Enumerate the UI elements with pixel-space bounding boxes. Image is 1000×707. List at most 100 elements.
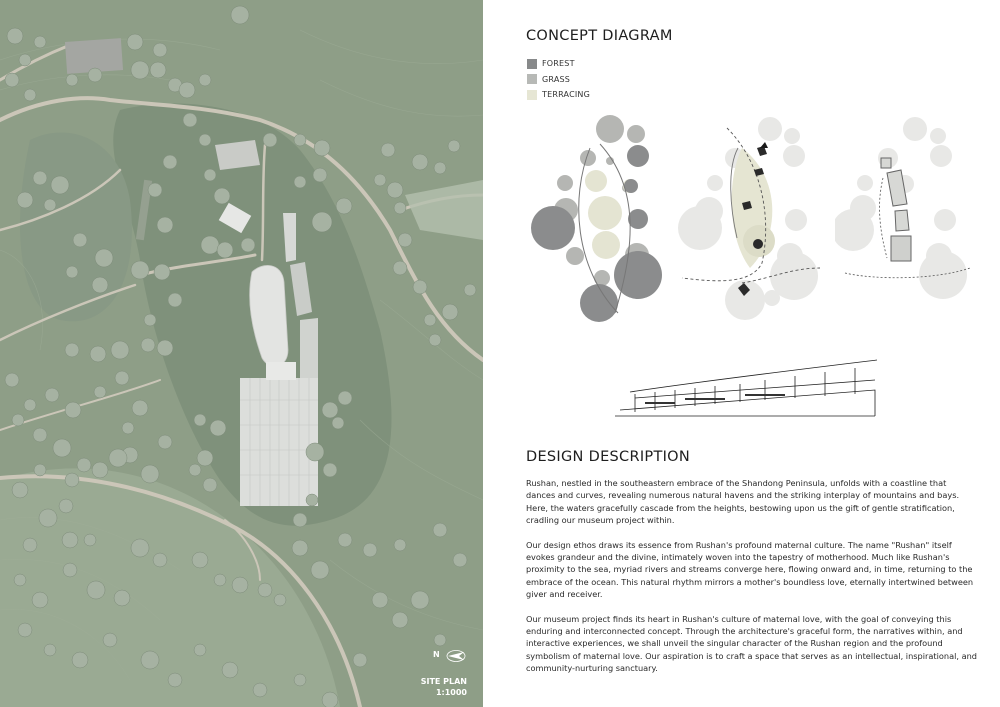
- tree: [337, 390, 353, 406]
- tree: [292, 512, 308, 528]
- tree: [411, 153, 429, 171]
- concept-diagram-2: [678, 117, 821, 320]
- tree: [221, 661, 239, 679]
- tree: [94, 248, 114, 268]
- site-plan: N SITE PLAN 1:1000: [0, 0, 483, 707]
- tree: [11, 481, 29, 499]
- tree: [392, 260, 408, 276]
- description-paragraph: Rushan, nestled in the southeastern embr…: [526, 478, 960, 526]
- tree: [126, 33, 144, 51]
- tree: [4, 72, 20, 88]
- tree: [87, 67, 103, 83]
- tree: [50, 175, 70, 195]
- tree: [93, 385, 107, 399]
- tree: [209, 419, 227, 437]
- tree: [140, 337, 156, 353]
- tree: [131, 399, 149, 417]
- tree: [167, 672, 183, 688]
- tree: [86, 580, 106, 600]
- tree: [463, 283, 477, 297]
- tree: [397, 232, 413, 248]
- north-arrow-icon: [446, 650, 466, 662]
- tree: [18, 53, 32, 67]
- tree: [412, 279, 428, 295]
- tree: [102, 632, 118, 648]
- tree: [312, 167, 328, 183]
- tree: [33, 35, 47, 49]
- tree: [452, 552, 468, 568]
- tree: [310, 560, 330, 580]
- tree: [322, 462, 338, 478]
- tree: [130, 60, 150, 80]
- description-paragraph: Our design ethos draws its essence from …: [526, 539, 974, 600]
- tree: [152, 42, 168, 58]
- tree: [110, 340, 130, 360]
- tree: [193, 643, 207, 657]
- tree: [64, 342, 80, 358]
- tree: [230, 5, 250, 25]
- tree: [428, 333, 442, 347]
- tree: [216, 241, 234, 259]
- tree: [113, 589, 131, 607]
- tree: [130, 260, 150, 280]
- tree: [182, 112, 198, 128]
- tree: [91, 276, 109, 294]
- tree: [291, 539, 309, 557]
- tree: [156, 216, 174, 234]
- tree: [108, 448, 128, 468]
- tree: [83, 533, 97, 547]
- tree: [13, 573, 27, 587]
- tree: [305, 442, 325, 462]
- tree: [76, 457, 92, 473]
- tree: [162, 154, 178, 170]
- tree: [62, 562, 78, 578]
- tree: [240, 237, 256, 253]
- tree: [321, 691, 339, 707]
- tree: [147, 182, 163, 198]
- tree: [337, 532, 353, 548]
- tree: [380, 142, 396, 158]
- tree: [22, 537, 38, 553]
- site-plan-drawing: [0, 0, 483, 707]
- tree: [231, 576, 249, 594]
- tree: [311, 211, 333, 233]
- description-text: Rushan, nestled in the southeastern embr…: [526, 477, 978, 687]
- tree: [157, 434, 173, 450]
- tree: [410, 590, 430, 610]
- tree: [64, 401, 82, 419]
- tree: [321, 401, 339, 419]
- site-plan-scale: 1:1000: [435, 688, 467, 697]
- site-plan-title: SITE PLAN 1:1000: [410, 676, 467, 698]
- legend-item-terracing: TERRACING: [527, 87, 590, 103]
- tree: [200, 235, 220, 255]
- tree: [352, 652, 368, 668]
- tree: [193, 413, 207, 427]
- concept-title: CONCEPT DIAGRAM: [526, 28, 673, 44]
- tree: [373, 173, 387, 187]
- tree: [58, 498, 74, 514]
- tree: [447, 139, 461, 153]
- tree: [23, 398, 37, 412]
- tree: [198, 73, 212, 87]
- tree: [423, 313, 437, 327]
- legend-label: FOREST: [542, 59, 575, 69]
- tree: [121, 421, 135, 435]
- tree: [91, 461, 109, 479]
- tree: [71, 651, 89, 669]
- legend-label: TERRACING: [542, 90, 590, 100]
- tree: [6, 27, 24, 45]
- tree: [198, 133, 212, 147]
- tree: [393, 538, 407, 552]
- tree: [65, 265, 79, 279]
- tree: [202, 477, 218, 493]
- tree: [371, 591, 389, 609]
- tree: [4, 372, 20, 388]
- description-paragraph: Our museum project finds its heart in Ru…: [526, 613, 977, 674]
- tree: [262, 132, 278, 148]
- tree: [153, 263, 171, 281]
- legend-swatch: [527, 74, 537, 85]
- tree: [130, 538, 150, 558]
- tree: [305, 493, 319, 507]
- tree: [33, 463, 47, 477]
- tree: [433, 633, 447, 647]
